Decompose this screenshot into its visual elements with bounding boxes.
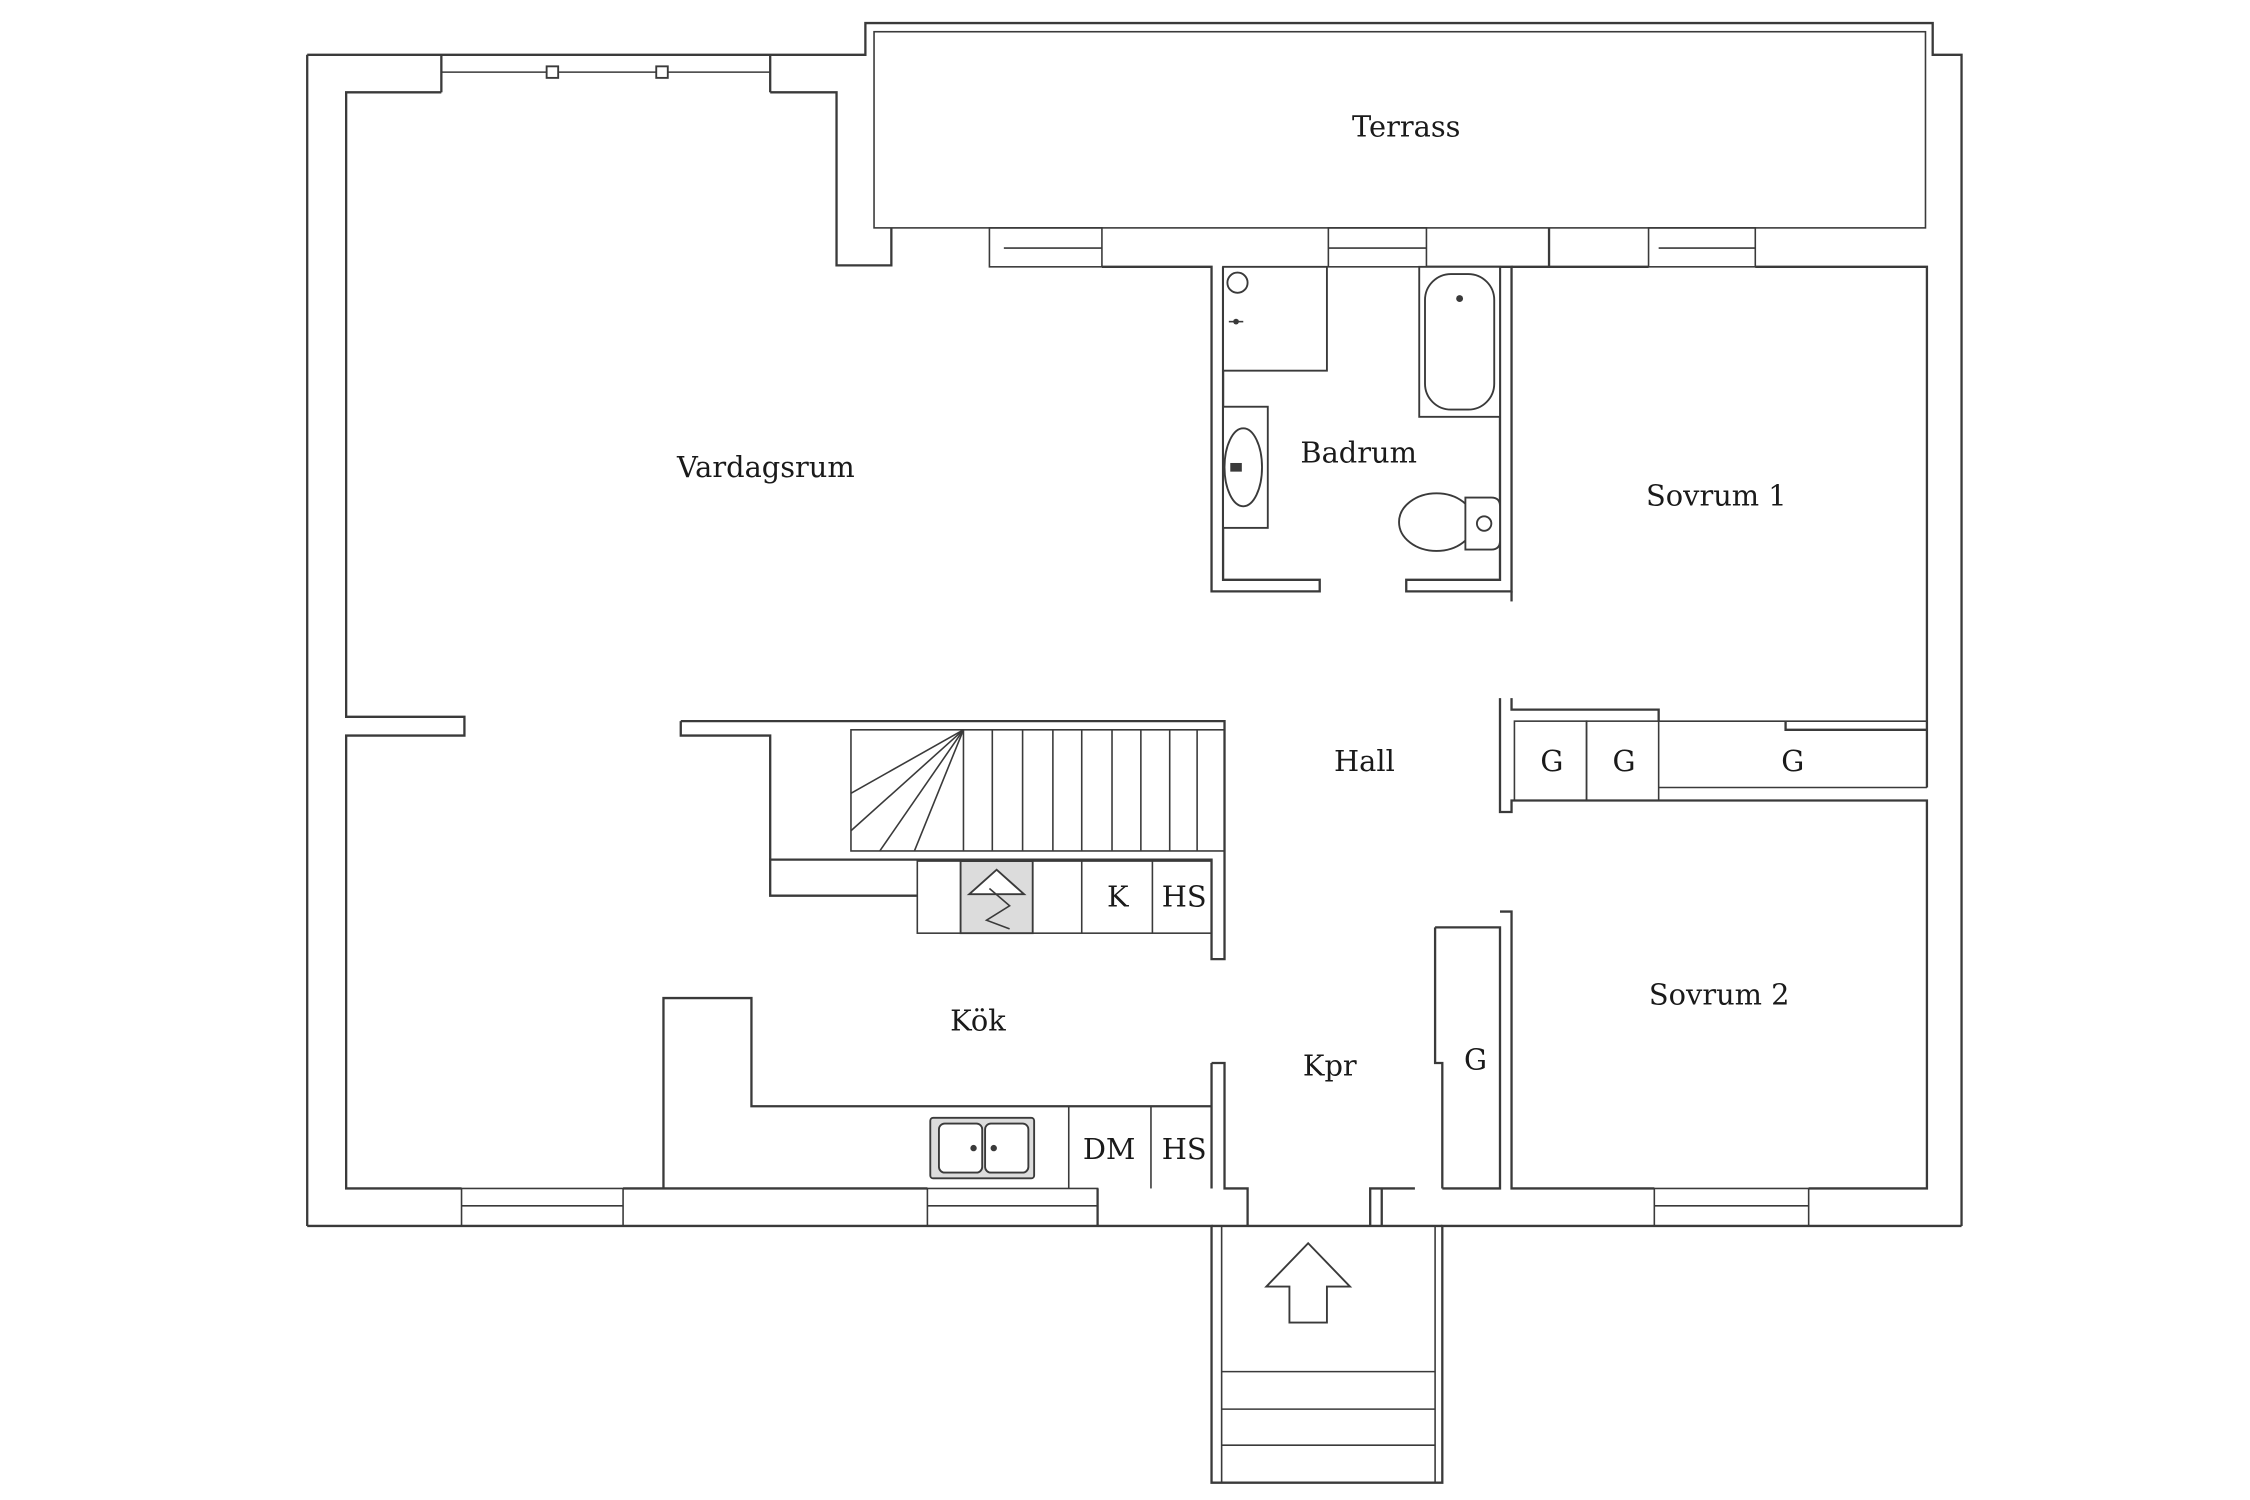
terrace [307,21,1963,1226]
room-label-bathroom: Badrum [1300,435,1417,469]
room-label-living: Vardagsrum [676,450,855,484]
room-labels: Terrass Vardagsrum Badrum Sovrum 1 Hall … [676,109,1804,1166]
toilet-icon [1398,492,1501,552]
entrance-arrow-icon [1264,1241,1353,1324]
appliance-label-fridge: K [1107,880,1129,914]
bathroom-fixtures [1222,265,1501,552]
upper-kitchen-row [916,860,1213,935]
room-label-corridor: Kpr [1303,1048,1357,1082]
outer-walls [306,54,1962,1484]
stove-icon [959,860,1034,935]
lower-kitchen-row [662,996,1212,1189]
room-label-hall: Hall [1334,744,1395,778]
washbasin-icon [1222,405,1269,529]
bathtub-icon [1418,265,1501,418]
hall-wardrobes [1513,720,1660,802]
closet-label: G [1540,744,1563,778]
kitchen-sink-icon [929,1116,1036,1180]
shower-icon [1222,265,1328,372]
room-label-terrace: Terrass [1352,109,1460,143]
appliance-label-tall-cabinet: HS [1162,880,1207,914]
windows [441,65,1810,1227]
room-label-bedroom1: Sovrum 1 [1646,479,1787,513]
room-label-bedroom2: Sovrum 2 [1649,978,1790,1012]
appliance-label-tall-cabinet: HS [1162,1132,1207,1166]
closet-label: G [1781,744,1804,778]
staircase [850,729,1226,852]
closet-label: G [1464,1043,1487,1077]
closet-label: G [1613,744,1636,778]
entrance-steps [1220,1225,1436,1483]
room-label-kitchen: Kök [950,1004,1006,1038]
appliance-label-dishwasher: DM [1083,1132,1136,1166]
interior-walls [623,227,1929,1226]
